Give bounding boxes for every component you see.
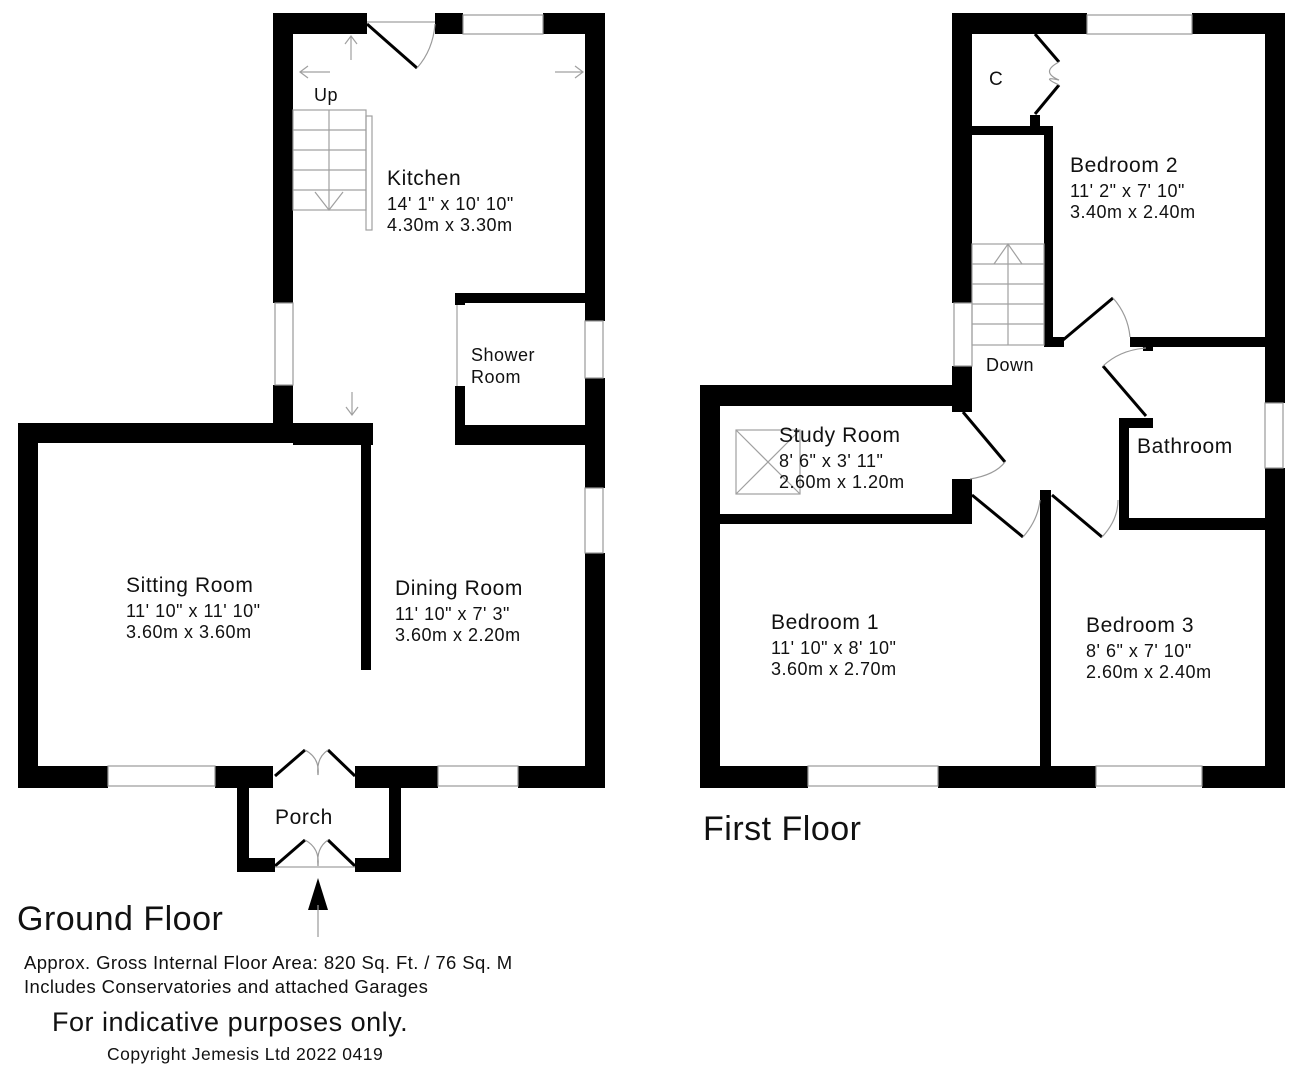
staircase-icon	[292, 109, 373, 231]
room-name-line2: Room	[471, 367, 522, 387]
ground-floor-plan	[18, 13, 605, 937]
floor-area-note: Approx. Gross Internal Floor Area: 820 S…	[24, 952, 513, 973]
ground-floor-title: Ground Floor	[17, 900, 224, 938]
window	[584, 320, 604, 379]
room-dimensions-imperial: 11' 10" x 11' 10"	[126, 601, 261, 621]
room-name: Kitchen	[387, 167, 462, 190]
room-bedroom-2: Bedroom 2 11' 2" x 7' 10" 3.40m x 2.40m	[1070, 155, 1196, 221]
window	[462, 14, 544, 35]
first-floor-plan	[700, 13, 1285, 788]
room-dimensions-imperial: 14' 1" x 10' 10"	[387, 194, 514, 214]
room-dimensions-imperial: 8' 6" x 7' 10"	[1086, 641, 1192, 661]
room-dimensions-imperial: 8' 6" x 3' 11"	[779, 451, 884, 471]
room-dimensions-imperial: 11' 2" x 7' 10"	[1070, 181, 1185, 201]
window	[1086, 14, 1193, 35]
room-bedroom-1: Bedroom 1 11' 10" x 8' 10" 3.60m x 2.70m	[771, 612, 897, 678]
window	[584, 487, 604, 554]
room-dimensions-metric: 3.60m x 3.60m	[126, 622, 252, 642]
room-name: Dining Room	[395, 577, 523, 600]
room-dimensions-metric: 3.40m x 2.40m	[1070, 202, 1196, 222]
window	[807, 765, 939, 787]
room-name: Study Room	[779, 424, 901, 447]
room-dimensions-metric: 2.60m x 2.40m	[1086, 662, 1212, 682]
window	[1264, 402, 1284, 469]
door	[366, 22, 418, 70]
flow-arrows-icon	[299, 35, 584, 416]
room-name: Sitting Room	[126, 574, 254, 597]
window	[107, 765, 216, 787]
room-study-room: Study Room 8' 6" x 3' 11" 2.60m x 1.20m	[779, 425, 905, 491]
window	[953, 302, 973, 367]
room-sitting-room: Sitting Room 11' 10" x 11' 10" 3.60m x 3…	[126, 575, 261, 641]
room-cupboard: C	[989, 69, 1004, 90]
room-name: Shower	[471, 345, 536, 365]
room-dimensions-metric: 2.60m x 1.20m	[779, 472, 905, 492]
first-floor-title: First Floor	[703, 810, 862, 848]
room-dimensions-imperial: 11' 10" x 8' 10"	[771, 638, 897, 658]
entrance-arrow-icon	[308, 878, 328, 937]
room-name: Bedroom 2	[1070, 154, 1179, 177]
skylight-icon	[735, 429, 801, 495]
room-kitchen: Kitchen 14' 1" x 10' 10" 4.30m x 3.30m	[387, 168, 514, 234]
includes-note: Includes Conservatories and attached Gar…	[24, 976, 429, 997]
stairs-down-label: Down	[986, 355, 1035, 375]
stairs-up-label: Up	[314, 85, 339, 105]
room-bathroom: Bathroom	[1137, 435, 1233, 458]
copyright-note: Copyright Jemesis Ltd 2022 0419	[107, 1044, 384, 1064]
window	[437, 765, 519, 787]
staircase-icon	[971, 242, 1045, 346]
window	[1095, 765, 1203, 787]
room-dining-room: Dining Room 11' 10" x 7' 3" 3.60m x 2.20…	[395, 578, 523, 644]
landing-doors	[961, 296, 1148, 539]
room-porch: Porch	[275, 806, 333, 829]
cupboard-bifold-door	[1033, 33, 1061, 115]
room-dimensions-metric: 4.30m x 3.30m	[387, 215, 513, 235]
room-shower-room: Shower Room	[471, 344, 535, 388]
room-dimensions-imperial: 11' 10" x 7' 3"	[395, 604, 510, 624]
room-name: Bedroom 3	[1086, 614, 1195, 637]
room-dimensions-metric: 3.60m x 2.70m	[771, 659, 897, 679]
room-bedroom-3: Bedroom 3 8' 6" x 7' 10" 2.60m x 2.40m	[1086, 615, 1212, 681]
room-name: Bedroom 1	[771, 611, 880, 634]
room-dimensions-metric: 3.60m x 2.20m	[395, 625, 521, 645]
disclaimer-note: For indicative purposes only.	[52, 1007, 409, 1037]
porch-double-door	[274, 748, 357, 868]
window	[274, 302, 294, 386]
